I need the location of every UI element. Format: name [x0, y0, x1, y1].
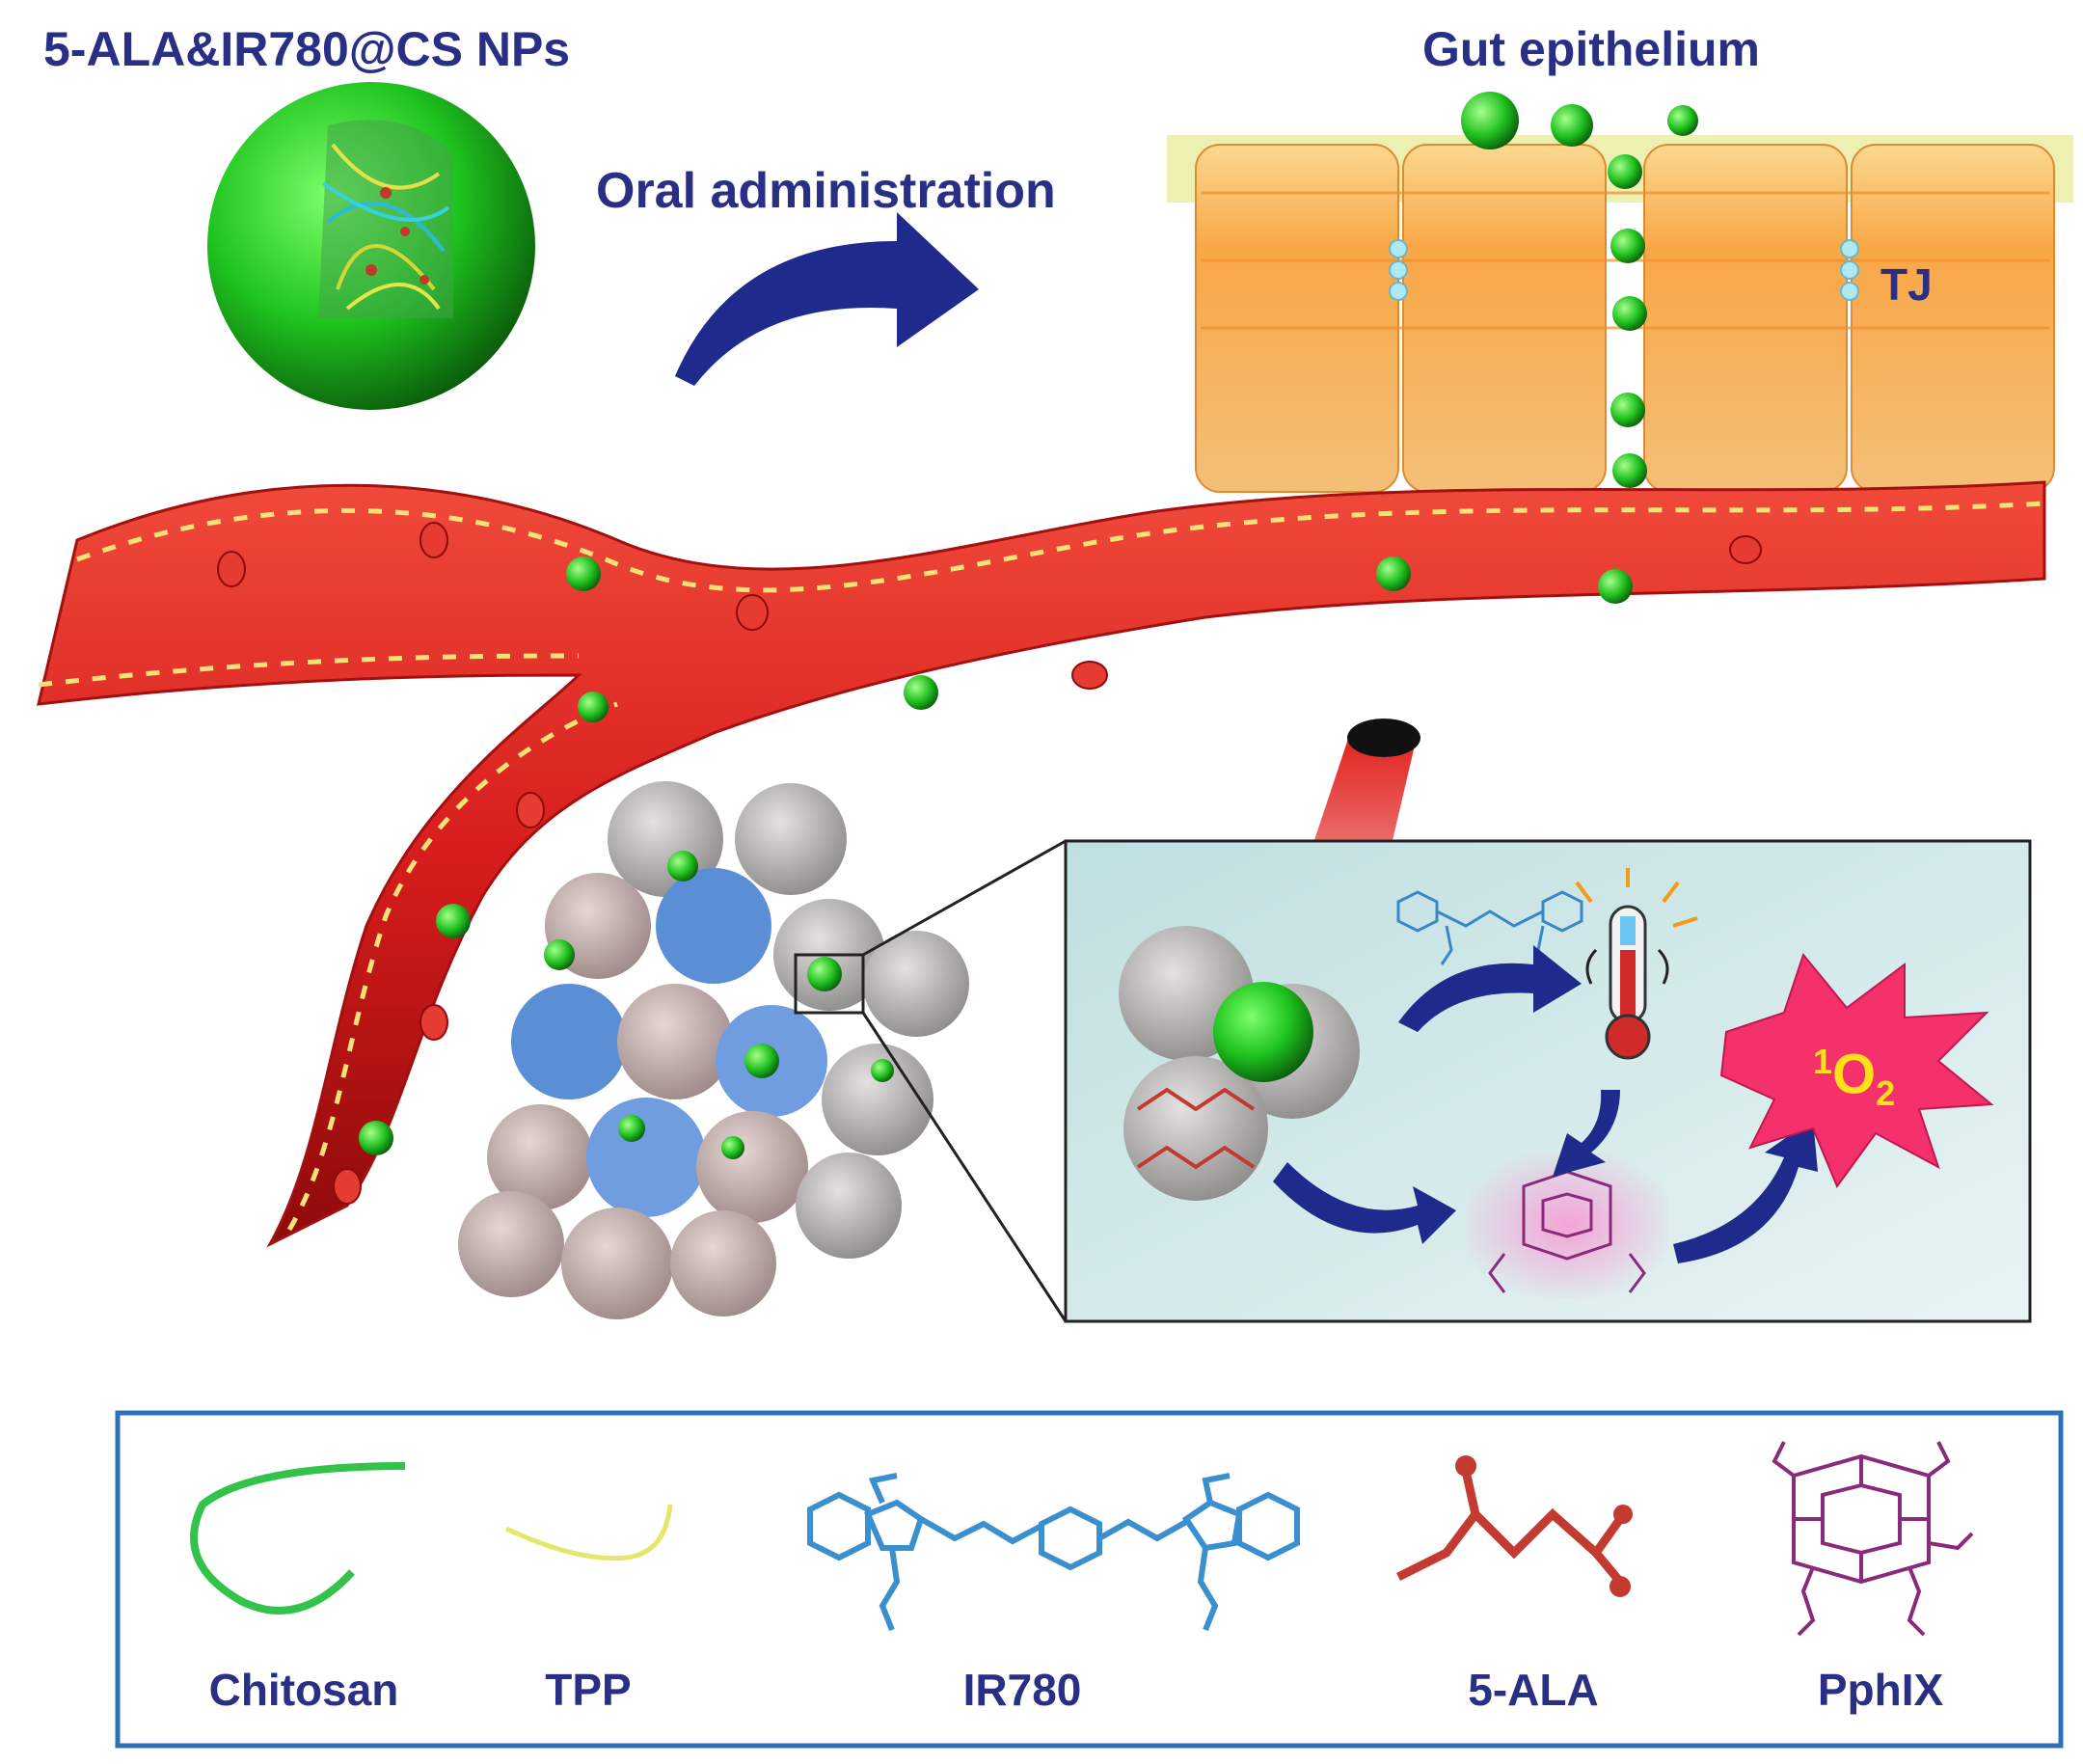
- thermometer-icon: [1575, 868, 1698, 1060]
- tpp-icon: [504, 1504, 673, 1561]
- singlet-oxygen-label: 1O2: [1813, 1042, 1895, 1114]
- ala-molecule-icon: [1136, 1087, 1256, 1170]
- legend-label-pphix: PphIX: [1817, 1665, 1944, 1715]
- ir780-icon: [807, 1473, 1300, 1632]
- oral-administration-label: Oral administration: [596, 163, 1056, 219]
- arrow-icon: [1673, 1119, 1818, 1263]
- legend-label-5-ala: 5-ALA: [1468, 1665, 1599, 1715]
- singlet-oxygen-element: O: [1832, 1043, 1877, 1106]
- tumor-cluster-illustration: [458, 781, 1068, 1322]
- singlet-oxygen-subscript: 2: [1876, 1072, 1896, 1113]
- curved-arrow-icon: [675, 212, 979, 386]
- chitosan-icon: [190, 1462, 406, 1615]
- singlet-oxygen-prefix: 1: [1813, 1042, 1833, 1081]
- legend-box: [115, 1410, 2064, 1749]
- arrow-icon: [1553, 1090, 1620, 1177]
- legend-label-chitosan: Chitosan: [208, 1665, 399, 1715]
- arrow-icon: [1273, 1162, 1456, 1244]
- nanoparticle-illustration: [207, 82, 535, 410]
- therapy-inset-panel: [1064, 839, 2032, 1323]
- legend-label-ir780: IR780: [962, 1665, 1082, 1715]
- laser-source-icon: [1347, 719, 1420, 757]
- singlet-oxygen-burst-icon: [1719, 952, 1994, 1189]
- ala-icon: [1395, 1470, 1624, 1585]
- pphix-molecule-icon: [1466, 1153, 1668, 1297]
- gut-epithelium-title: Gut epithelium: [1422, 22, 1760, 76]
- pphix-icon: [1772, 1441, 1974, 1637]
- tight-junction-label: TJ: [1880, 259, 1933, 310]
- legend-label-tpp: TPP: [545, 1665, 632, 1715]
- blood-vessel-illustration: [37, 480, 2046, 1248]
- arrow-icon: [1398, 945, 1582, 1032]
- nanoparticle-title: 5-ALA&IR780@CS NPs: [43, 22, 571, 76]
- gut-epithelium-illustration: [1167, 92, 2073, 493]
